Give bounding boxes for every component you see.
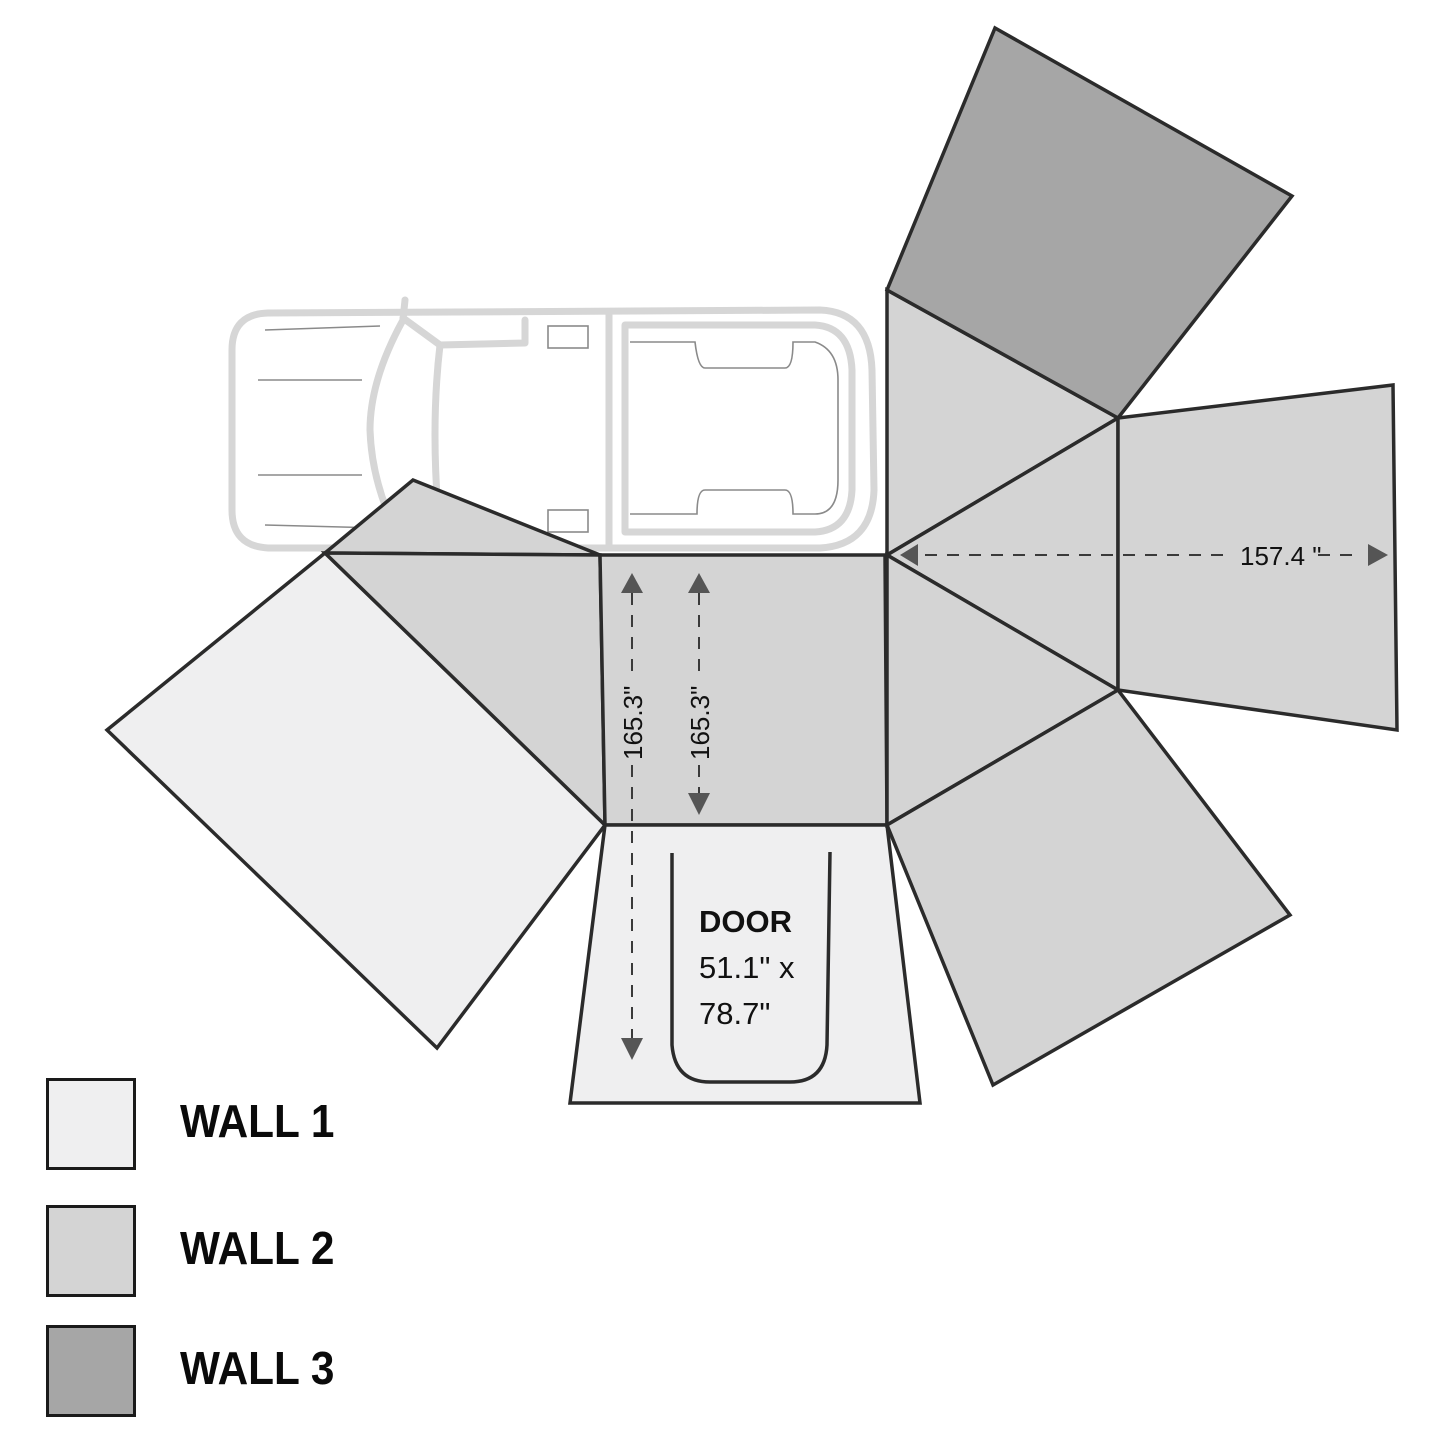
wall-panels (104, 25, 1399, 1105)
height-dimension-2: 165.3" (685, 573, 715, 815)
arrow-up-icon (621, 573, 643, 593)
width-dimension-label: 157.4 " (1240, 541, 1322, 571)
arrow-up-icon (688, 573, 710, 593)
arrow-down-icon (621, 1038, 643, 1060)
arrow-left-icon (900, 544, 918, 566)
height-dimension-label-1: 165.3" (618, 686, 648, 760)
legend-item-wall-1: WALL 1 (46, 1078, 366, 1170)
top-left-triangle-panel (320, 477, 601, 557)
legend-swatch-wall-2 (46, 1205, 136, 1297)
arrow-right-icon (1368, 544, 1388, 566)
legend-label-wall-2: WALL 2 (180, 1222, 335, 1274)
door-size-line-2: 78.7" (699, 996, 770, 1031)
door-size-line-1: 51.1" x (699, 950, 795, 985)
height-dimension-1: 165.3" (618, 573, 648, 1060)
bottom-right-wall-panel (884, 687, 1293, 1088)
door-wall-panel (568, 823, 922, 1105)
truck-outline (228, 296, 878, 552)
height-dimension-label-2: 165.3" (685, 686, 715, 760)
legend-label-wall-3: WALL 3 (180, 1342, 335, 1394)
arrow-down-icon (688, 793, 710, 815)
right-wall-panel (1116, 383, 1399, 733)
door-title: DOOR (699, 904, 792, 939)
top-right-wall-panel (884, 25, 1295, 421)
legend-swatch-wall-1 (46, 1078, 136, 1170)
legend-item-wall-3: WALL 3 (46, 1325, 366, 1417)
width-dimension: 157.4 " (900, 541, 1388, 571)
legend-swatch-wall-3 (46, 1325, 136, 1417)
door-outline (670, 851, 832, 1084)
legend-label-wall-1: WALL 1 (180, 1095, 335, 1147)
legend-item-wall-2: WALL 2 (46, 1205, 366, 1297)
